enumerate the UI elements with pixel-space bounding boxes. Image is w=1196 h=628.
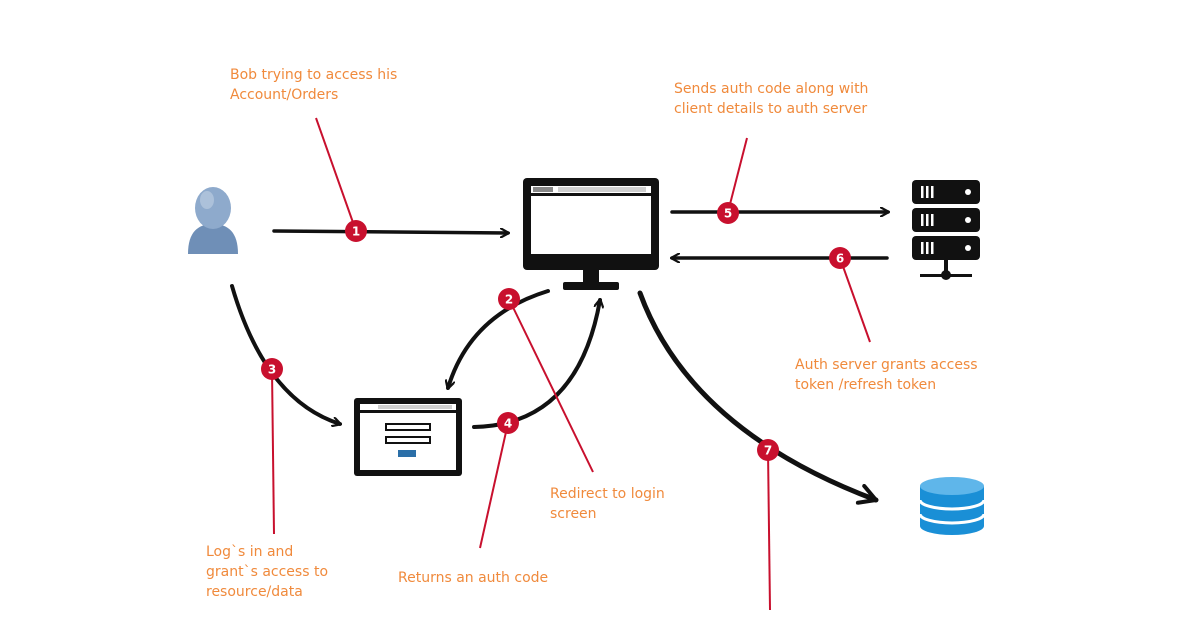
svg-text:1: 1 [352, 225, 360, 239]
arrow-step-2 [448, 289, 550, 388]
step-badge-2: 2 [498, 288, 520, 310]
annotation-step-6: Auth server grants access token /refresh… [795, 357, 978, 393]
annotation-step-1: Bob trying to access his Account/Orders [230, 67, 398, 103]
desktop-monitor-icon [523, 178, 659, 290]
arrow-step-3 [230, 284, 340, 424]
step-badge-1: 1 [345, 220, 367, 242]
login-window-icon [354, 398, 462, 476]
annotation-step-2: Redirect to login screen [550, 486, 665, 522]
annotation-step-4: Returns an auth code [398, 570, 549, 586]
database-icon [918, 477, 986, 535]
flow-arrows [230, 212, 888, 505]
annotation-step-5: Sends auth code along with client detail… [674, 81, 869, 117]
server-rack-icon [912, 180, 980, 280]
svg-text:4: 4 [504, 417, 512, 431]
annotation-step-3: Log`s in and grant`s access to resource/… [206, 544, 329, 600]
step-badge-3: 3 [261, 358, 283, 380]
svg-text:2: 2 [505, 293, 513, 307]
step-badges: 1 2 3 4 5 6 7 [261, 202, 851, 461]
svg-text:6: 6 [836, 252, 844, 266]
svg-text:7: 7 [764, 444, 772, 458]
svg-text:5: 5 [724, 207, 732, 221]
arrow-step-1 [272, 231, 508, 233]
step-badge-4: 4 [497, 412, 519, 434]
svg-text:3: 3 [268, 363, 276, 377]
user-icon [188, 187, 238, 254]
step-badge-7: 7 [757, 439, 779, 461]
step-badge-6: 6 [829, 247, 851, 269]
leader-lines [271, 117, 871, 611]
step-badge-5: 5 [717, 202, 739, 224]
arrow-step-7 [637, 290, 879, 505]
